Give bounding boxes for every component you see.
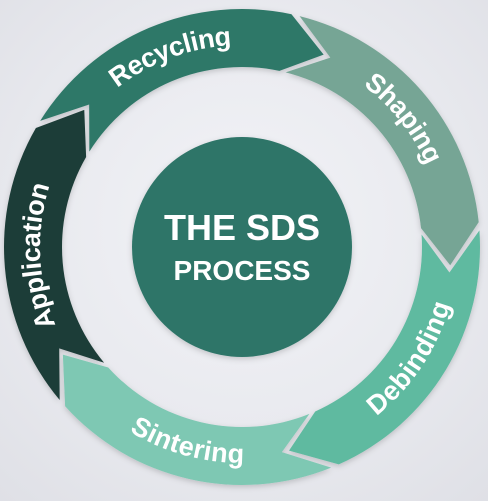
segment-shaping <box>285 16 479 266</box>
center-title-line1: THE SDS <box>164 207 320 248</box>
segment-application <box>4 109 105 400</box>
segment-recycling <box>40 8 324 152</box>
segment-debinding <box>289 230 480 465</box>
process-ring <box>4 8 480 486</box>
segment-sintering <box>62 354 332 486</box>
center-title-line2: PROCESS <box>174 255 311 286</box>
center-circle <box>132 137 352 357</box>
